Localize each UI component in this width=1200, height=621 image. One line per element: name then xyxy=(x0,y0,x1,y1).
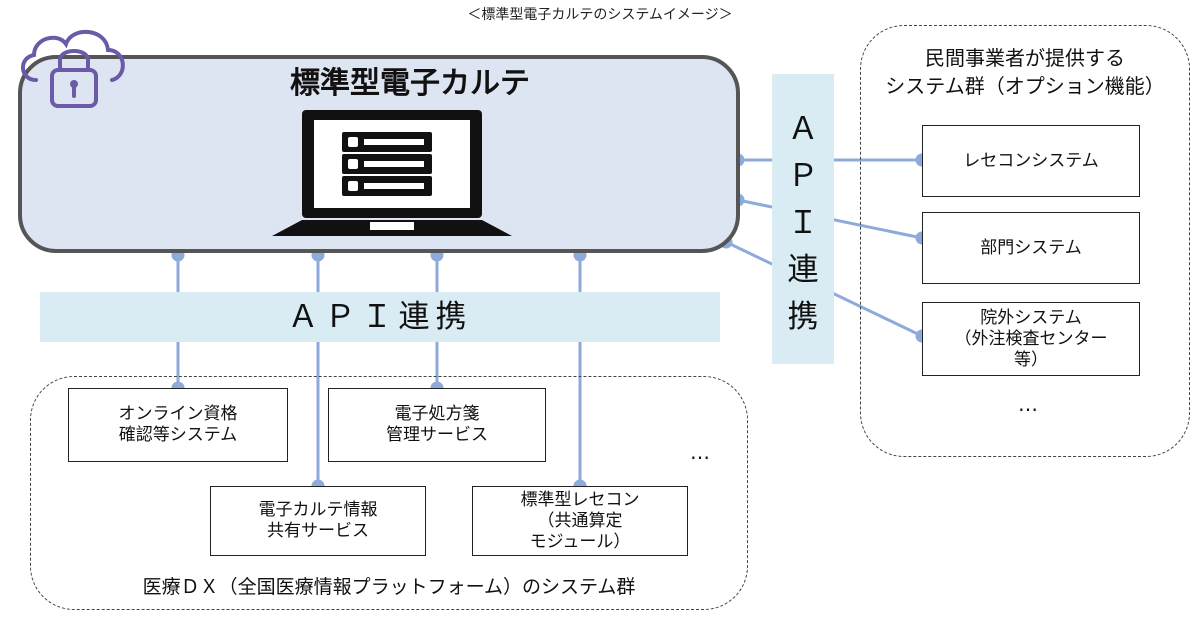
dx-more-ellipsis: … xyxy=(690,440,711,464)
cloud-lock-icon xyxy=(21,29,125,108)
api-vertical-char: Ｉ xyxy=(787,204,819,241)
medical-dx-label: 医療ＤＸ（全国医療情報プラットフォーム）のシステム群 xyxy=(142,576,636,598)
api-vertical-char: Ｐ xyxy=(787,157,819,194)
private-more-ellipsis: … xyxy=(1018,392,1039,416)
private-systems-group xyxy=(860,25,1190,457)
diagram-caption: ＜標準型電子カルテのシステムイメージ＞ xyxy=(467,7,733,23)
medical-dx-group xyxy=(30,376,748,610)
node-text: 電子処方箋 xyxy=(394,404,480,424)
node-text: 標準型レセコン xyxy=(520,489,640,510)
node-text: レセコンシステム xyxy=(963,150,1099,171)
node-text: 共有サービス xyxy=(267,521,369,541)
node-text: オンライン資格 xyxy=(118,404,238,424)
api-integration-vertical: Ａ Ｐ Ｉ 連 携 xyxy=(772,74,834,364)
private-systems-title: 民間事業者が提供する システム群（オプション機能） xyxy=(860,44,1190,100)
node-text: 確認等システム xyxy=(118,425,238,445)
api-vertical-char: Ａ xyxy=(787,110,819,147)
node-text: 等） xyxy=(1014,349,1048,370)
node-text: 電子カルテ情報 xyxy=(258,500,378,520)
node-text: 管理サービス xyxy=(386,425,488,445)
api-vertical-char: 連 xyxy=(787,251,819,288)
node-text: 部門システム xyxy=(980,237,1082,258)
node-standard-receipt: 標準型レセコン （共通算定 モジュール） xyxy=(472,486,688,556)
laptop-server-icon xyxy=(272,110,512,236)
node-ehr-sharing: 電子カルテ情報 共有サービス xyxy=(210,486,426,556)
node-receipt-system: レセコンシステム xyxy=(922,125,1140,197)
api-integration-horizontal: ＡＰＩ連携 xyxy=(40,292,720,342)
node-external-system: 院外システム （外注検査センター 等） xyxy=(922,302,1140,376)
node-text: （外注検査センター xyxy=(954,328,1108,349)
node-text: モジュール） xyxy=(529,531,631,552)
node-text: （共通算定 xyxy=(537,510,623,531)
node-online-qualification: オンライン資格 確認等システム xyxy=(68,388,288,462)
node-text: 院外システム xyxy=(980,307,1082,328)
private-title-line: システム群（オプション機能） xyxy=(885,74,1165,98)
standard-ehr-title: 標準型電子カルテ xyxy=(290,66,530,101)
private-title-line: 民間事業者が提供する xyxy=(925,46,1125,70)
api-vertical-char: 携 xyxy=(787,298,819,335)
node-e-prescription: 電子処方箋 管理サービス xyxy=(328,388,546,462)
node-department-system: 部門システム xyxy=(922,212,1140,284)
